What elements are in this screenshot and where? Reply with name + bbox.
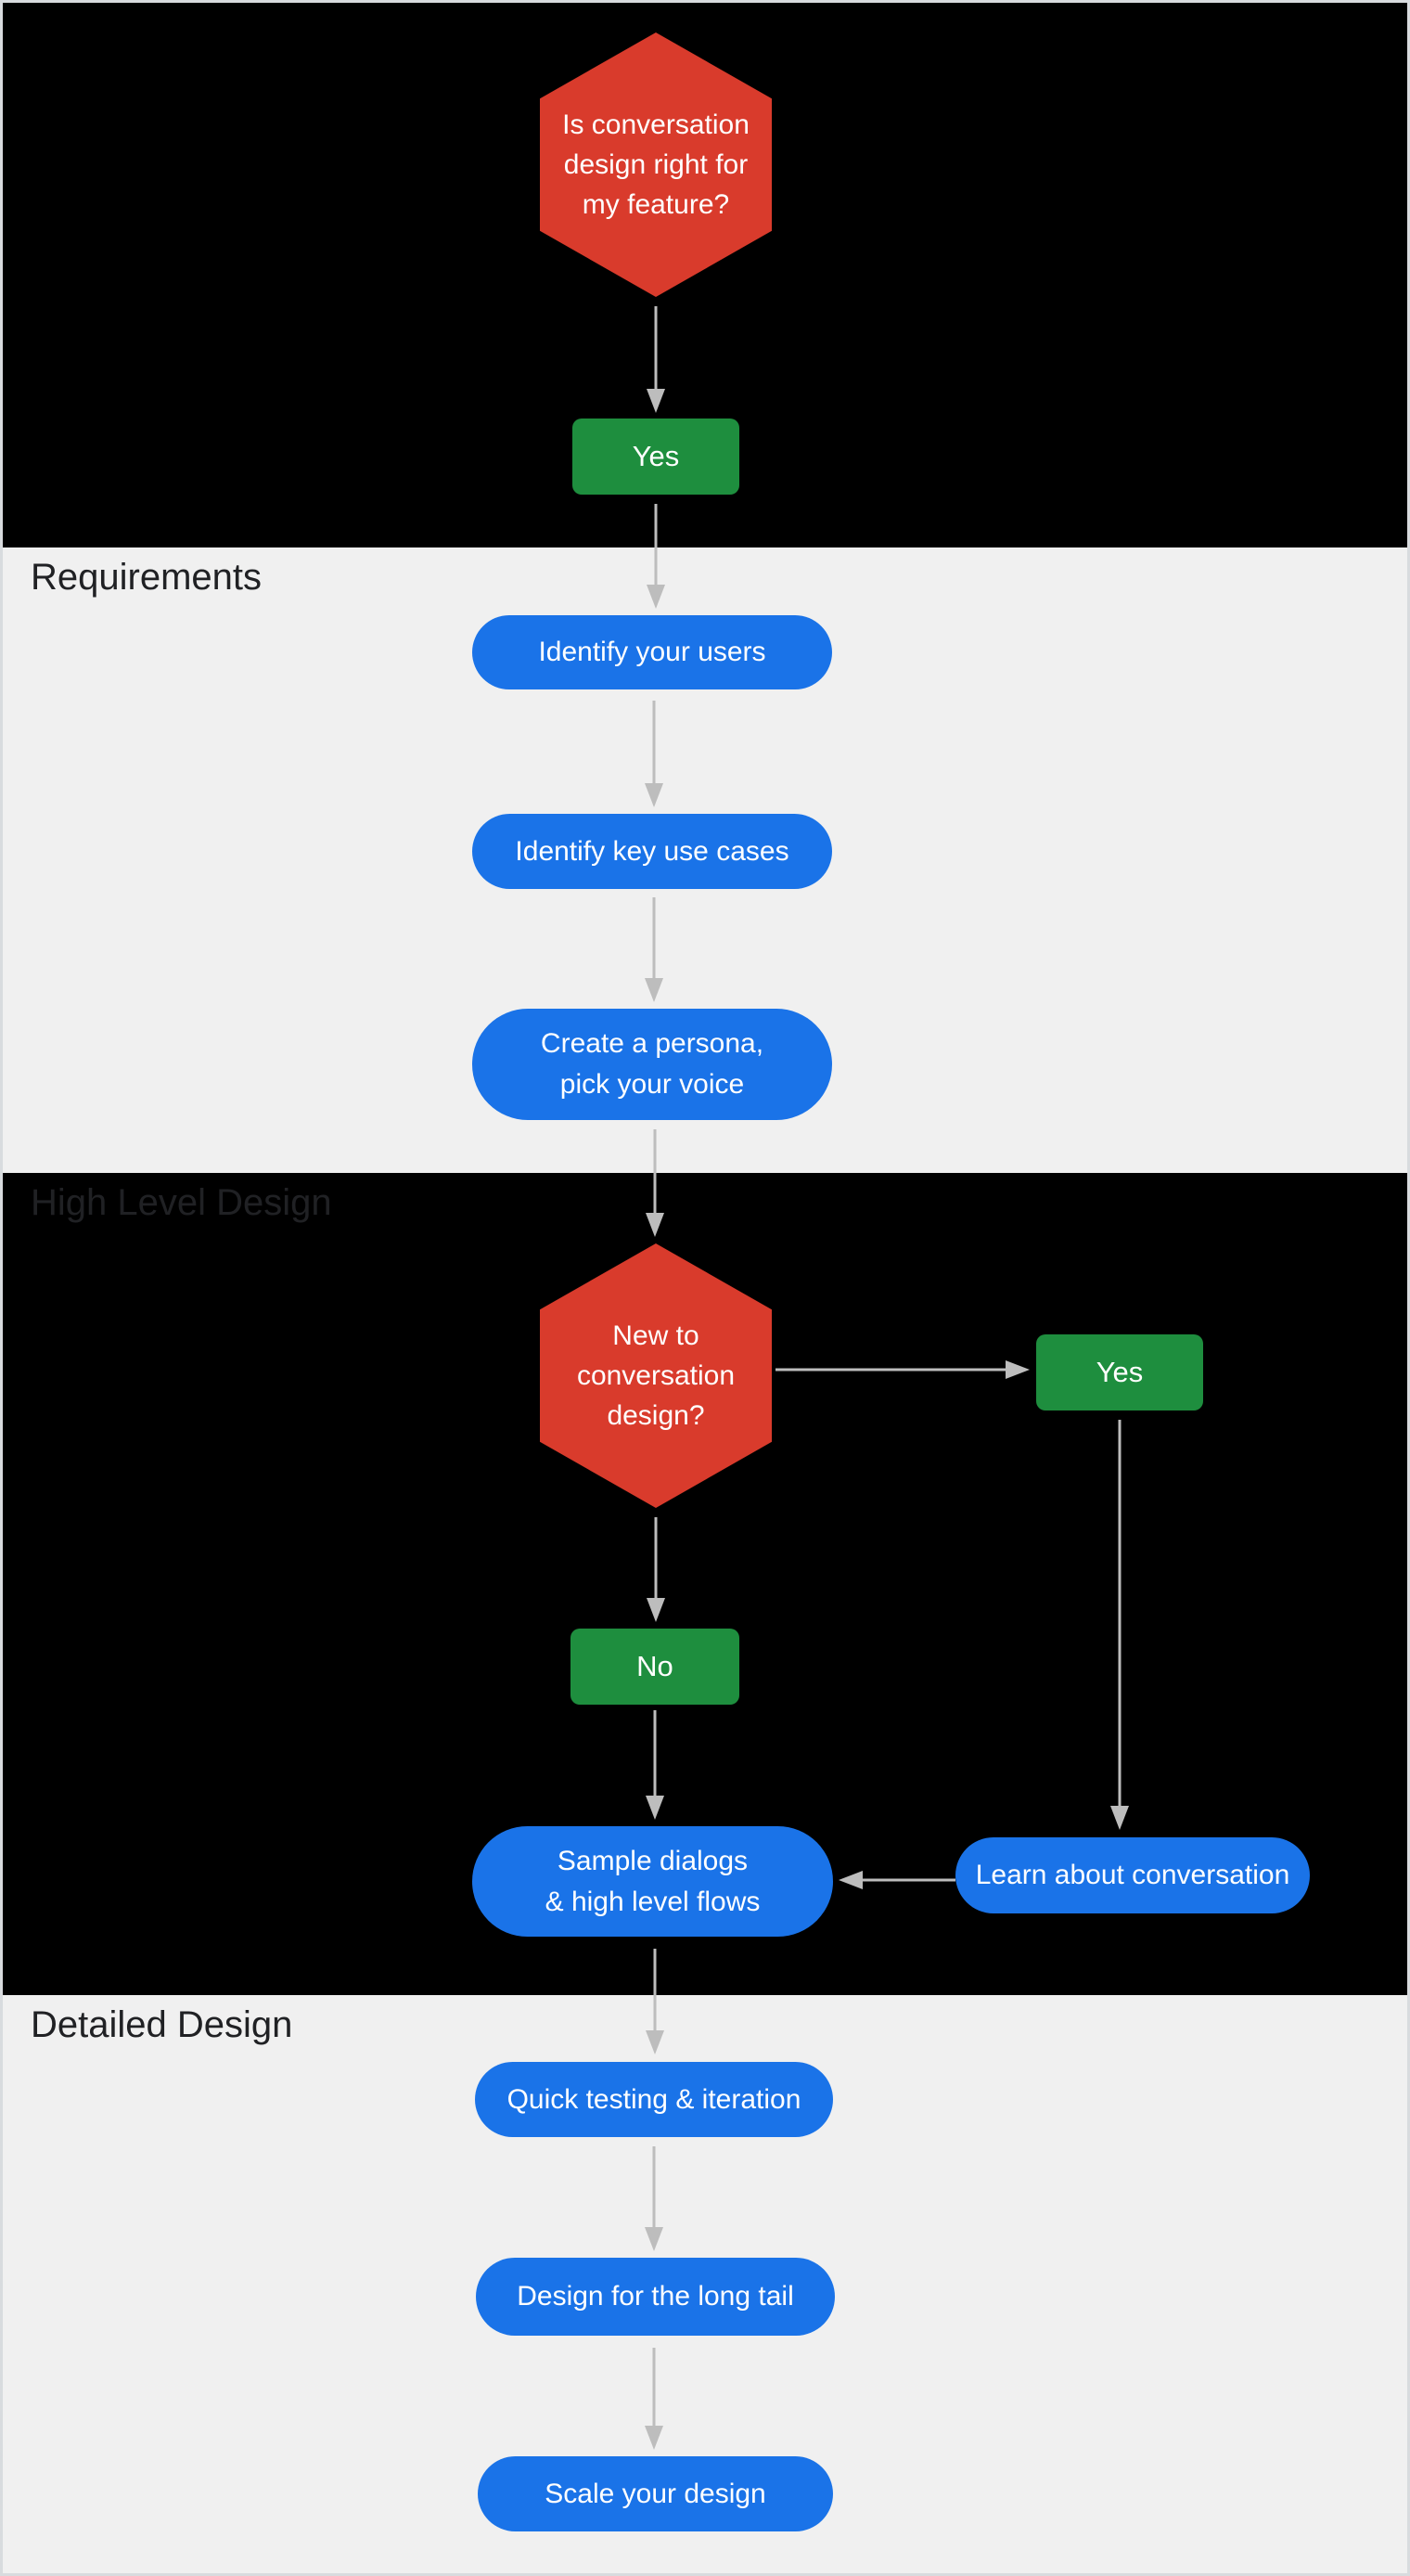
decision-hexagon-is-conversation-design-right: Is conversation design right for my feat… bbox=[540, 32, 772, 297]
answer-button-yes-2[interactable]: Yes bbox=[1036, 1334, 1203, 1410]
process-pill-identify-your-users[interactable]: Identify your users bbox=[472, 615, 832, 689]
section-label-detailed-design: Detailed Design bbox=[31, 2004, 293, 2045]
process-pill-create-a-persona[interactable]: Create a persona, pick your voice bbox=[472, 1009, 832, 1120]
process-pill-quick-testing-iteration[interactable]: Quick testing & iteration bbox=[475, 2062, 833, 2137]
decision-hexagon-new-to-conversation-design: New to conversation design? bbox=[540, 1243, 772, 1508]
section-label-requirements: Requirements bbox=[31, 557, 263, 598]
answer-button-yes-1[interactable]: Yes bbox=[572, 419, 739, 495]
process-pill-learn-about-conversation[interactable]: Learn about conversation bbox=[955, 1837, 1310, 1913]
process-pill-identify-key-use-cases[interactable]: Identify key use cases bbox=[472, 814, 832, 889]
process-pill-design-for-the-long-tail[interactable]: Design for the long tail bbox=[476, 2258, 835, 2336]
process-pill-scale-your-design[interactable]: Scale your design bbox=[478, 2456, 833, 2531]
section-label-high-level-design: High Level Design bbox=[31, 1182, 332, 1223]
answer-button-no[interactable]: No bbox=[570, 1629, 739, 1705]
process-pill-sample-dialogs[interactable]: Sample dialogs & high level flows bbox=[472, 1826, 833, 1937]
